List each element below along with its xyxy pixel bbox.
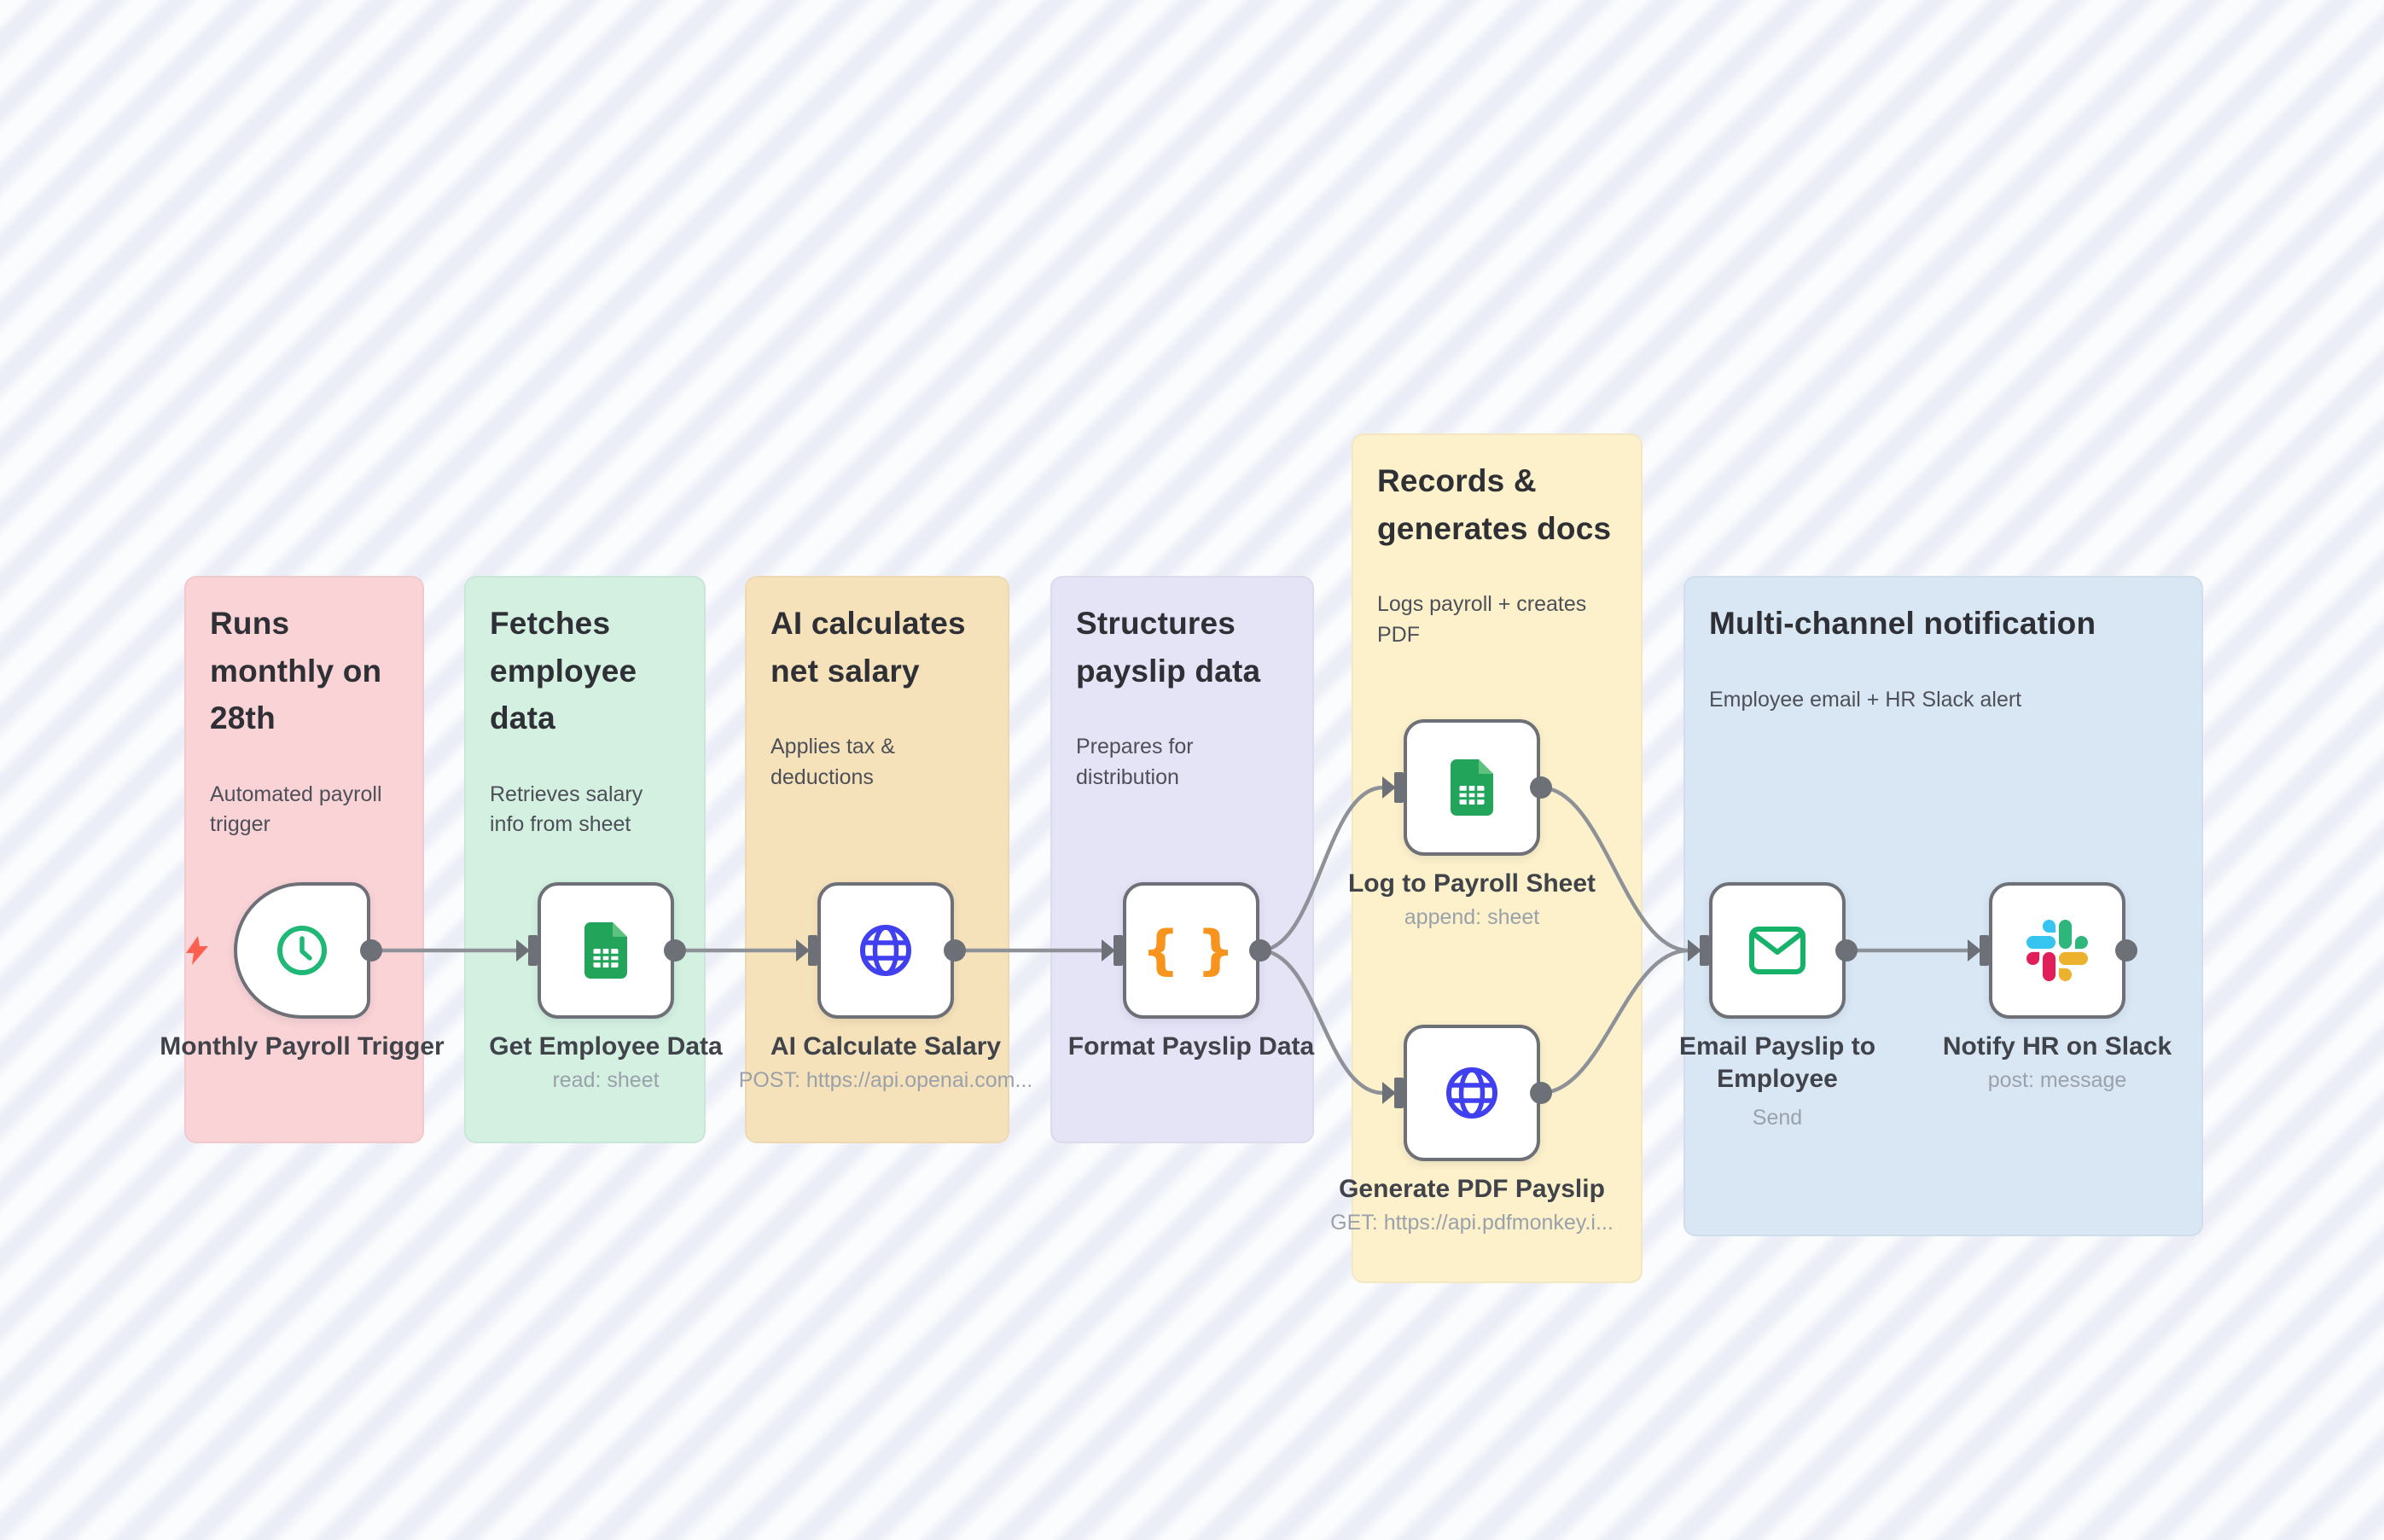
node-box[interactable] [1404, 719, 1540, 856]
input-connector [1102, 935, 1123, 966]
node-box[interactable]: { } [1123, 882, 1259, 1019]
node-generate-pdf-payslip[interactable]: Generate PDF Payslip GET: https://api.pd… [1330, 1025, 1614, 1235]
output-port[interactable] [1530, 776, 1552, 799]
node-box[interactable] [1404, 1025, 1540, 1161]
curly-braces-icon: { } [1142, 919, 1241, 981]
globe-icon [860, 925, 911, 976]
group-title: Records & generates docs [1377, 463, 1612, 546]
node-box[interactable] [234, 882, 370, 1019]
slack-icon [2026, 920, 2088, 981]
node-sublabel: read: sheet [552, 1068, 660, 1092]
input-connector [796, 935, 817, 966]
output-port[interactable] [664, 939, 686, 962]
node-label: AI Calculate Salary [770, 1032, 1002, 1061]
google-sheets-icon [584, 922, 627, 979]
group-trigger: Runs monthly on 28th Automated payroll t… [184, 576, 424, 1143]
node-ai-calculate-salary[interactable]: AI Calculate Salary POST: https://api.op… [739, 882, 1032, 1092]
output-port[interactable] [1835, 939, 1858, 962]
node-label: Email Payslip to Employee [1678, 1032, 1876, 1094]
group-ai: AI calculates net salary Applies tax & d… [745, 576, 1009, 1143]
node-box[interactable] [1989, 882, 2125, 1019]
input-connector [1382, 1078, 1404, 1108]
lightning-icon [186, 936, 208, 965]
node-get-employee-data[interactable]: Get Employee Data read: sheet [489, 882, 723, 1092]
output-port[interactable] [360, 939, 382, 962]
node-label: Log to Payroll Sheet [1347, 869, 1596, 898]
input-connector [1688, 935, 1709, 966]
group-format: Structures payslip data Prepares for dis… [1050, 576, 1314, 1143]
output-port[interactable] [2115, 939, 2137, 962]
group-subtitle: Prepares for distribution [1076, 735, 1194, 789]
node-label: Generate PDF Payslip [1339, 1175, 1605, 1203]
wire-log-to-email [1538, 785, 1691, 953]
node-monthly-payroll-trigger[interactable]: Monthly Payroll Trigger [160, 882, 445, 1061]
wire-pdf-to-email [1538, 948, 1691, 1095]
group-subtitle: Automated payroll trigger [210, 782, 382, 837]
node-label: Format Payslip Data [1067, 1032, 1315, 1061]
node-box[interactable] [538, 882, 674, 1019]
node-sublabel: GET: https://api.pdfmonkey.i... [1330, 1211, 1614, 1235]
node-sublabel: POST: https://api.openai.com... [738, 1068, 1033, 1092]
node-log-to-payroll-sheet[interactable]: Log to Payroll Sheet append: sheet [1348, 719, 1596, 929]
wire-format-to-log [1257, 785, 1386, 953]
node-sublabel: post: message [1987, 1068, 2127, 1092]
wire-format-to-pdf [1257, 948, 1386, 1095]
group-fetch: Fetches employee data Retrieves salary i… [464, 576, 706, 1143]
output-port[interactable] [944, 939, 966, 962]
group-subtitle: Employee email + HR Slack alert [1709, 687, 2022, 712]
group-title: Runs monthly on 28th [210, 606, 382, 735]
output-port[interactable] [1249, 939, 1271, 962]
node-email-payslip-to-employee[interactable]: Email Payslip to Employee Send [1679, 882, 1875, 1130]
mail-icon [1749, 927, 1805, 974]
group-subtitle: Retrieves salary info from sheet [490, 782, 643, 837]
group-title: Multi-channel notification [1709, 606, 2096, 641]
node-notify-hr-on-slack[interactable]: Notify HR on Slack post: message [1943, 882, 2172, 1092]
input-connector [516, 935, 538, 966]
node-label: Get Employee Data [489, 1032, 723, 1061]
input-connector [1968, 935, 1989, 966]
google-sheets-icon [1451, 759, 1493, 816]
input-connector [1382, 772, 1404, 803]
node-sublabel: Send [1752, 1106, 1803, 1130]
node-box[interactable] [1709, 882, 1846, 1019]
node-label: Notify HR on Slack [1942, 1032, 2172, 1061]
globe-icon [1446, 1067, 1497, 1119]
clock-icon [277, 926, 327, 975]
output-port[interactable] [1530, 1082, 1552, 1104]
group-title: Structures payslip data [1076, 606, 1261, 689]
group-title: Fetches employee data [490, 606, 637, 735]
node-label: Monthly Payroll Trigger [160, 1032, 445, 1061]
node-format-payslip-data[interactable]: { } Format Payslip Data [1068, 882, 1314, 1061]
group-title: AI calculates net salary [770, 606, 966, 689]
group-subtitle: Applies tax & deductions [770, 735, 895, 789]
node-sublabel: append: sheet [1404, 905, 1540, 929]
group-subtitle: Logs payroll + creates PDF [1377, 592, 1587, 647]
node-box[interactable] [817, 882, 954, 1019]
